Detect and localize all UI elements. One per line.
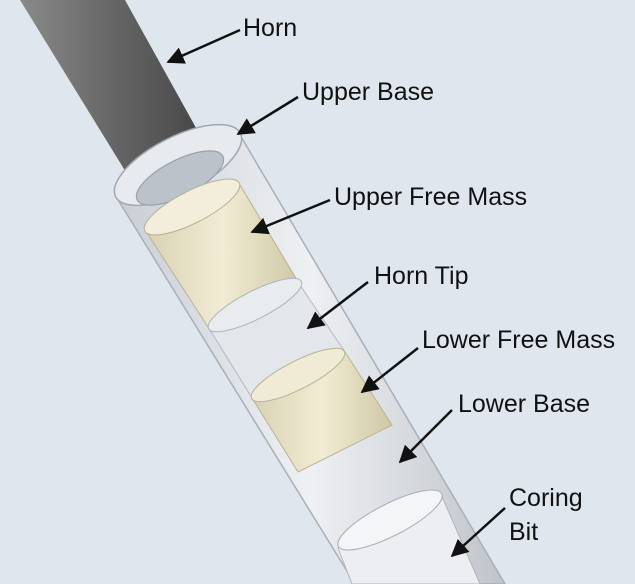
upper-free-mass-label: Upper Free Mass [334, 183, 527, 212]
lower-base-label: Lower Base [458, 390, 590, 419]
horn-arrow [168, 30, 240, 62]
horn-tip-label: Horn Tip [374, 262, 468, 291]
upper-base-arrow [238, 97, 298, 134]
horn-label: Horn [243, 14, 297, 43]
coring-bit-label-line2: Bit [509, 518, 538, 547]
lower-free-mass-label: Lower Free Mass [422, 326, 615, 355]
upper-base-label: Upper Base [302, 78, 434, 107]
coring-bit-label-line1: Coring [509, 484, 583, 513]
